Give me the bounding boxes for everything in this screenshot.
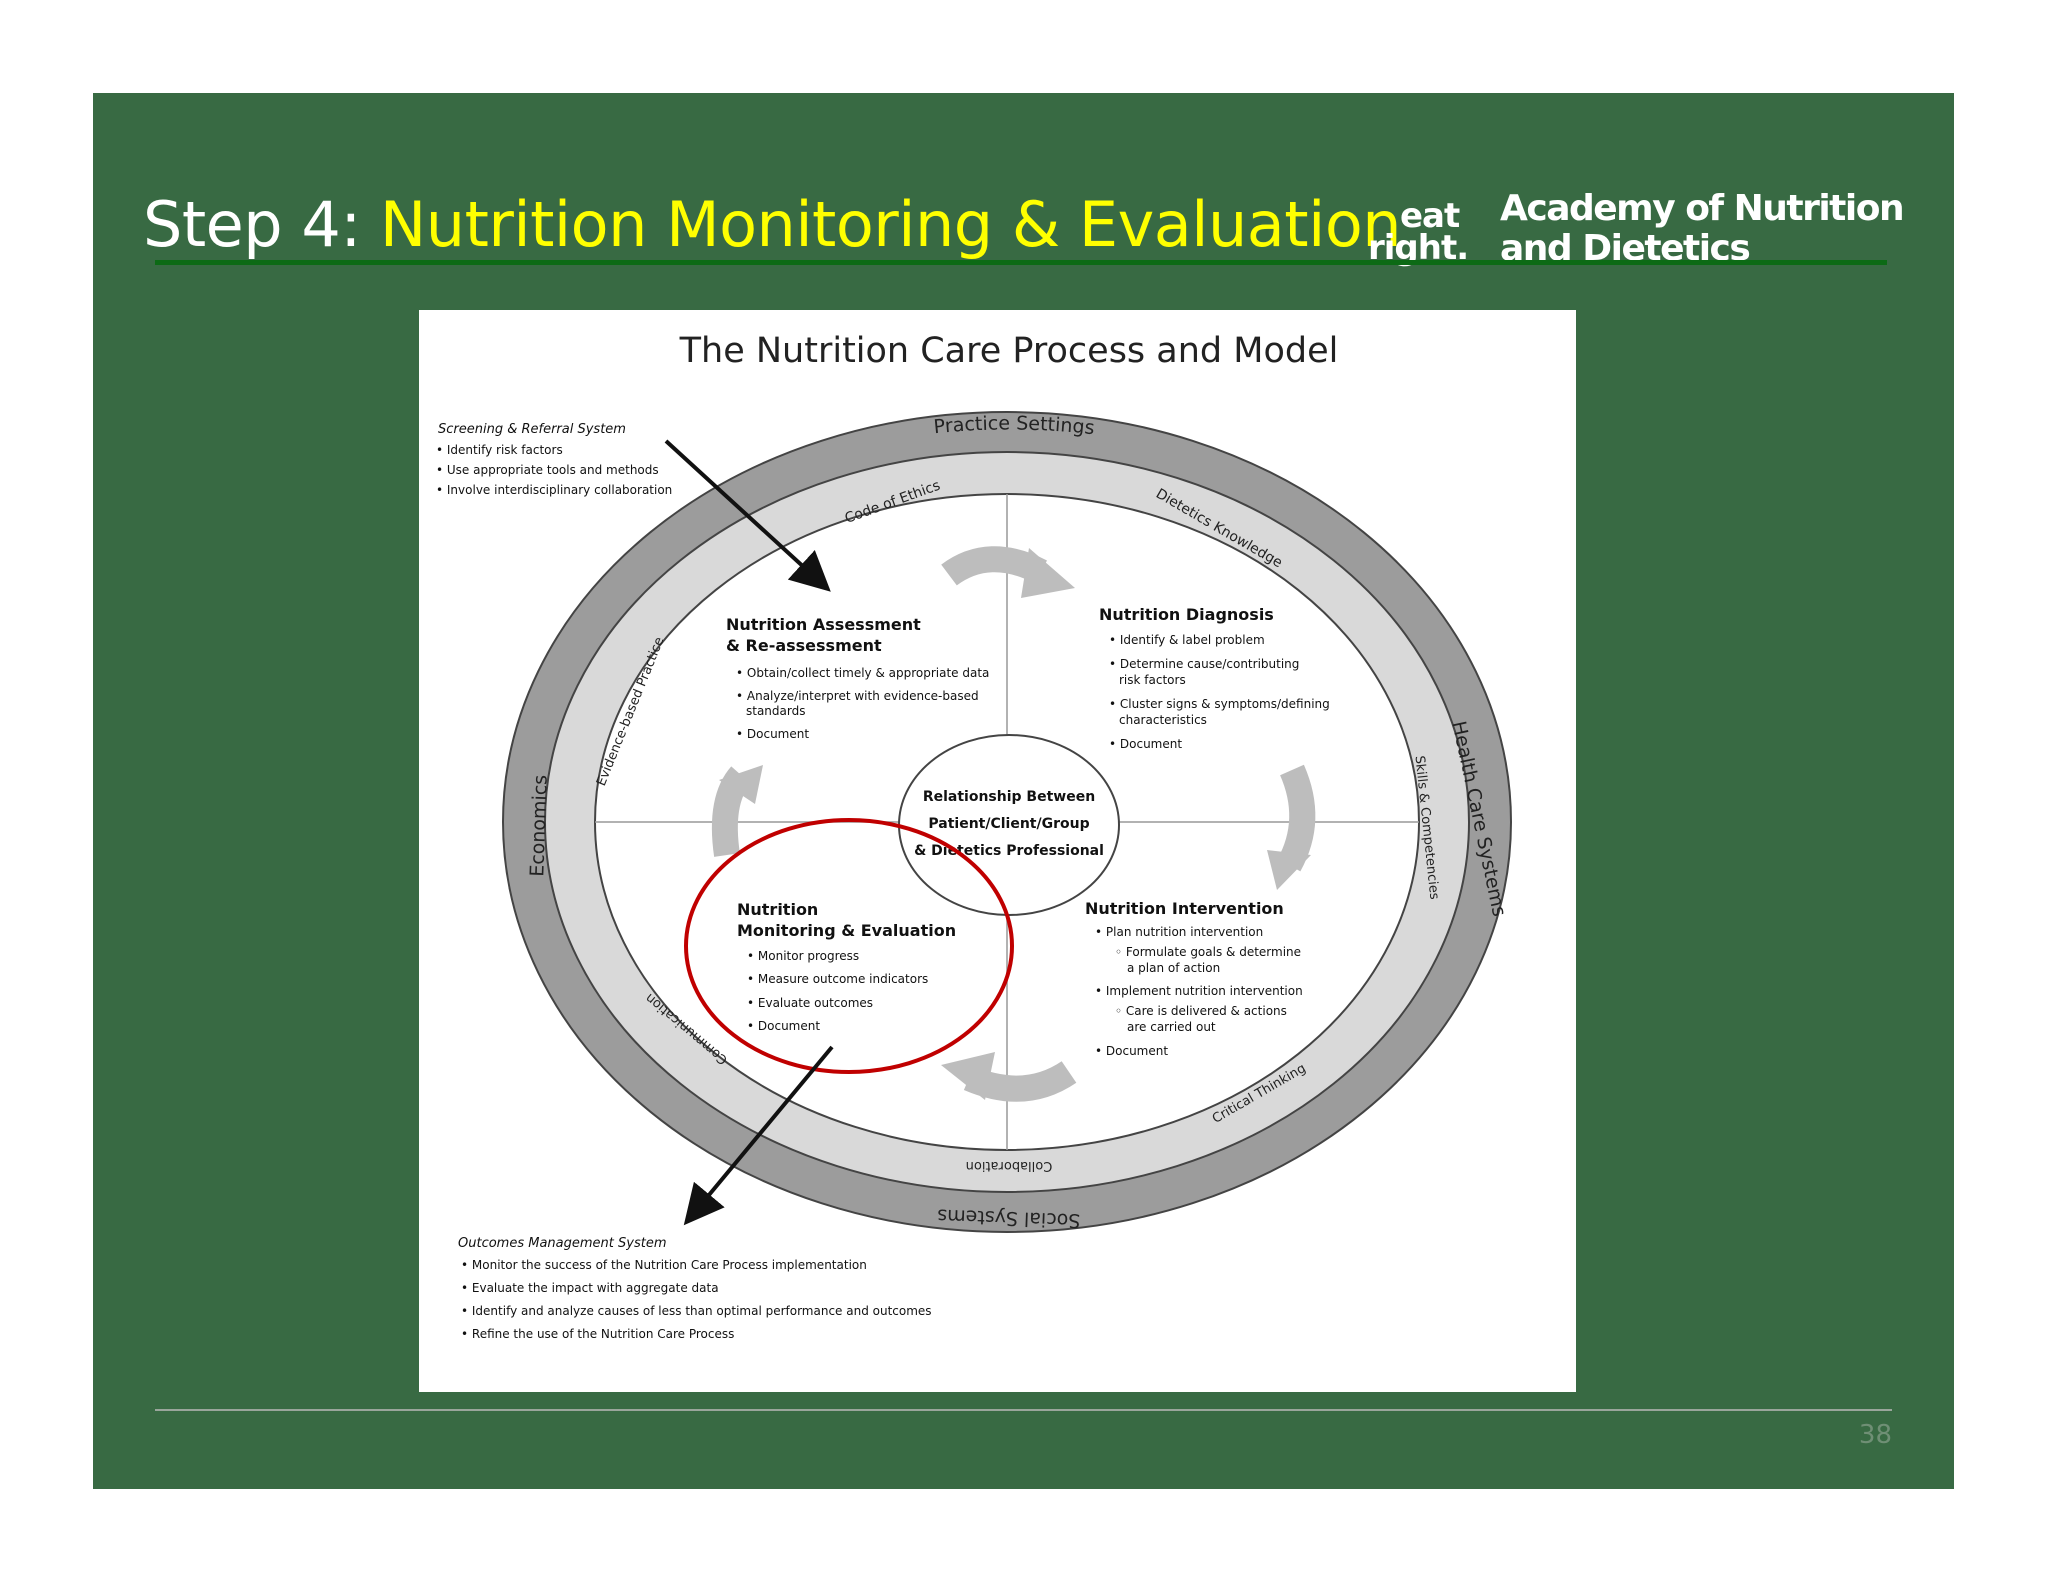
monitoring-heading-1: Nutrition [737,900,818,919]
outcomes-arrow [683,1045,834,1226]
center-line-1: Relationship Between [923,789,1095,805]
center-line-2: Patient/Client/Group [928,816,1089,832]
diagram-title: The Nutrition Care Process and Model [679,331,1339,371]
screening-arrow [664,439,831,592]
assessment-heading-1: Nutrition Assessment [726,615,921,634]
monitoring-item-4: • Document [747,1019,820,1033]
screening-item-2: • Use appropriate tools and methods [436,463,659,477]
monitoring-item-3: • Evaluate outcomes [747,996,873,1010]
slide-title: Step 4: Nutrition Monitoring & Evaluatio… [143,185,1402,265]
title-prefix: Step 4: [143,188,380,261]
label-collaboration: Collaboration [966,1158,1053,1173]
diagnosis-heading: Nutrition Diagnosis [1099,605,1274,624]
highlight-circle [684,818,1014,1074]
intervention-subitem-2b: are carried out [1127,1020,1216,1034]
monitoring-item-1: • Monitor progress [747,949,859,963]
screening-item-3: • Involve interdisciplinary collaboratio… [436,483,672,497]
assessment-heading-2: & Re-assessment [726,636,882,655]
cycle-arrow-bottom-head [941,1052,995,1100]
diagnosis-item-4: • Document [1109,737,1182,751]
intervention-subitem-1b: a plan of action [1127,961,1220,975]
intervention-subitem-2: ◦ Care is delivered & actions [1115,1004,1287,1018]
diagnosis-item-2b: risk factors [1119,673,1186,687]
logo-line-1: Academy of Nutrition [1500,188,1905,229]
assessment-item-1: • Obtain/collect timely & appropriate da… [736,666,989,680]
diagram-canvas: The Nutrition Care Process and Model Rel… [436,331,1512,1341]
assessment-item-3: • Document [736,727,809,741]
quadrant-intervention: Nutrition Intervention • Plan nutrition … [1085,899,1303,1058]
diagnosis-item-1: • Identify & label problem [1109,633,1265,647]
label-economics: Economics [526,775,552,878]
monitoring-heading-2: Monitoring & Evaluation [737,921,956,940]
cycle-arrow-top-head [1021,548,1075,598]
screening-heading: Screening & Referral System [438,422,626,437]
logo-mark-bottom: right. [1368,228,1469,268]
page-number: 38 [1858,1420,1892,1450]
cycle-arrow-right-head [1267,850,1311,890]
outcomes-item-4: • Refine the use of the Nutrition Care P… [461,1327,734,1341]
cycle-arrow-right [1277,764,1316,872]
diagnosis-item-3b: characteristics [1119,713,1207,727]
quadrant-diagnosis: Nutrition Diagnosis • Identify & label p… [1099,605,1330,751]
intervention-item-1: • Plan nutrition intervention [1095,925,1263,939]
intervention-item-2: • Implement nutrition intervention [1095,984,1303,998]
title-main: Nutrition Monitoring & Evaluation [379,188,1402,261]
outcomes-management-block: Outcomes Management System • Monitor the… [458,1236,932,1341]
intervention-item-3: • Document [1095,1044,1168,1058]
logo-mark-top: eat [1400,196,1460,236]
center-line-3: & Dietetics Professional [914,843,1104,859]
outcomes-item-1: • Monitor the success of the Nutrition C… [461,1258,867,1272]
academy-logo: eat right. Academy of Nutrition and Diet… [1368,159,1905,269]
screening-referral-block: Screening & Referral System • Identify r… [436,422,672,497]
label-social-systems: Social Systems [937,1205,1081,1232]
monitoring-item-2: • Measure outcome indicators [747,972,928,986]
title-divider [155,260,1887,265]
diagnosis-item-2: • Determine cause/contributing [1109,657,1299,671]
slide: Step 4: Nutrition Monitoring & Evaluatio… [93,93,1954,1489]
cycle-arrow-left-head [719,765,763,804]
nutrition-care-process-diagram: The Nutrition Care Process and Model Rel… [419,310,1576,1392]
assessment-item-2b: standards [746,704,805,718]
outcomes-item-3: • Identify and analyze causes of less th… [461,1304,932,1318]
outcomes-heading: Outcomes Management System [458,1236,666,1251]
quadrant-monitoring: Nutrition Monitoring & Evaluation • Moni… [737,900,956,1033]
screening-item-1: • Identify risk factors [436,443,563,457]
intervention-heading: Nutrition Intervention [1085,899,1284,918]
intervention-subitem-1: ◦ Formulate goals & determine [1115,945,1301,959]
quadrant-assessment: Nutrition Assessment & Re-assessment • O… [726,615,989,741]
assessment-item-2: • Analyze/interpret with evidence-based [736,689,979,703]
diagnosis-item-3: • Cluster signs & symptoms/defining [1109,697,1330,711]
footer-divider [155,1409,1892,1411]
outcomes-item-2: • Evaluate the impact with aggregate dat… [461,1281,719,1295]
